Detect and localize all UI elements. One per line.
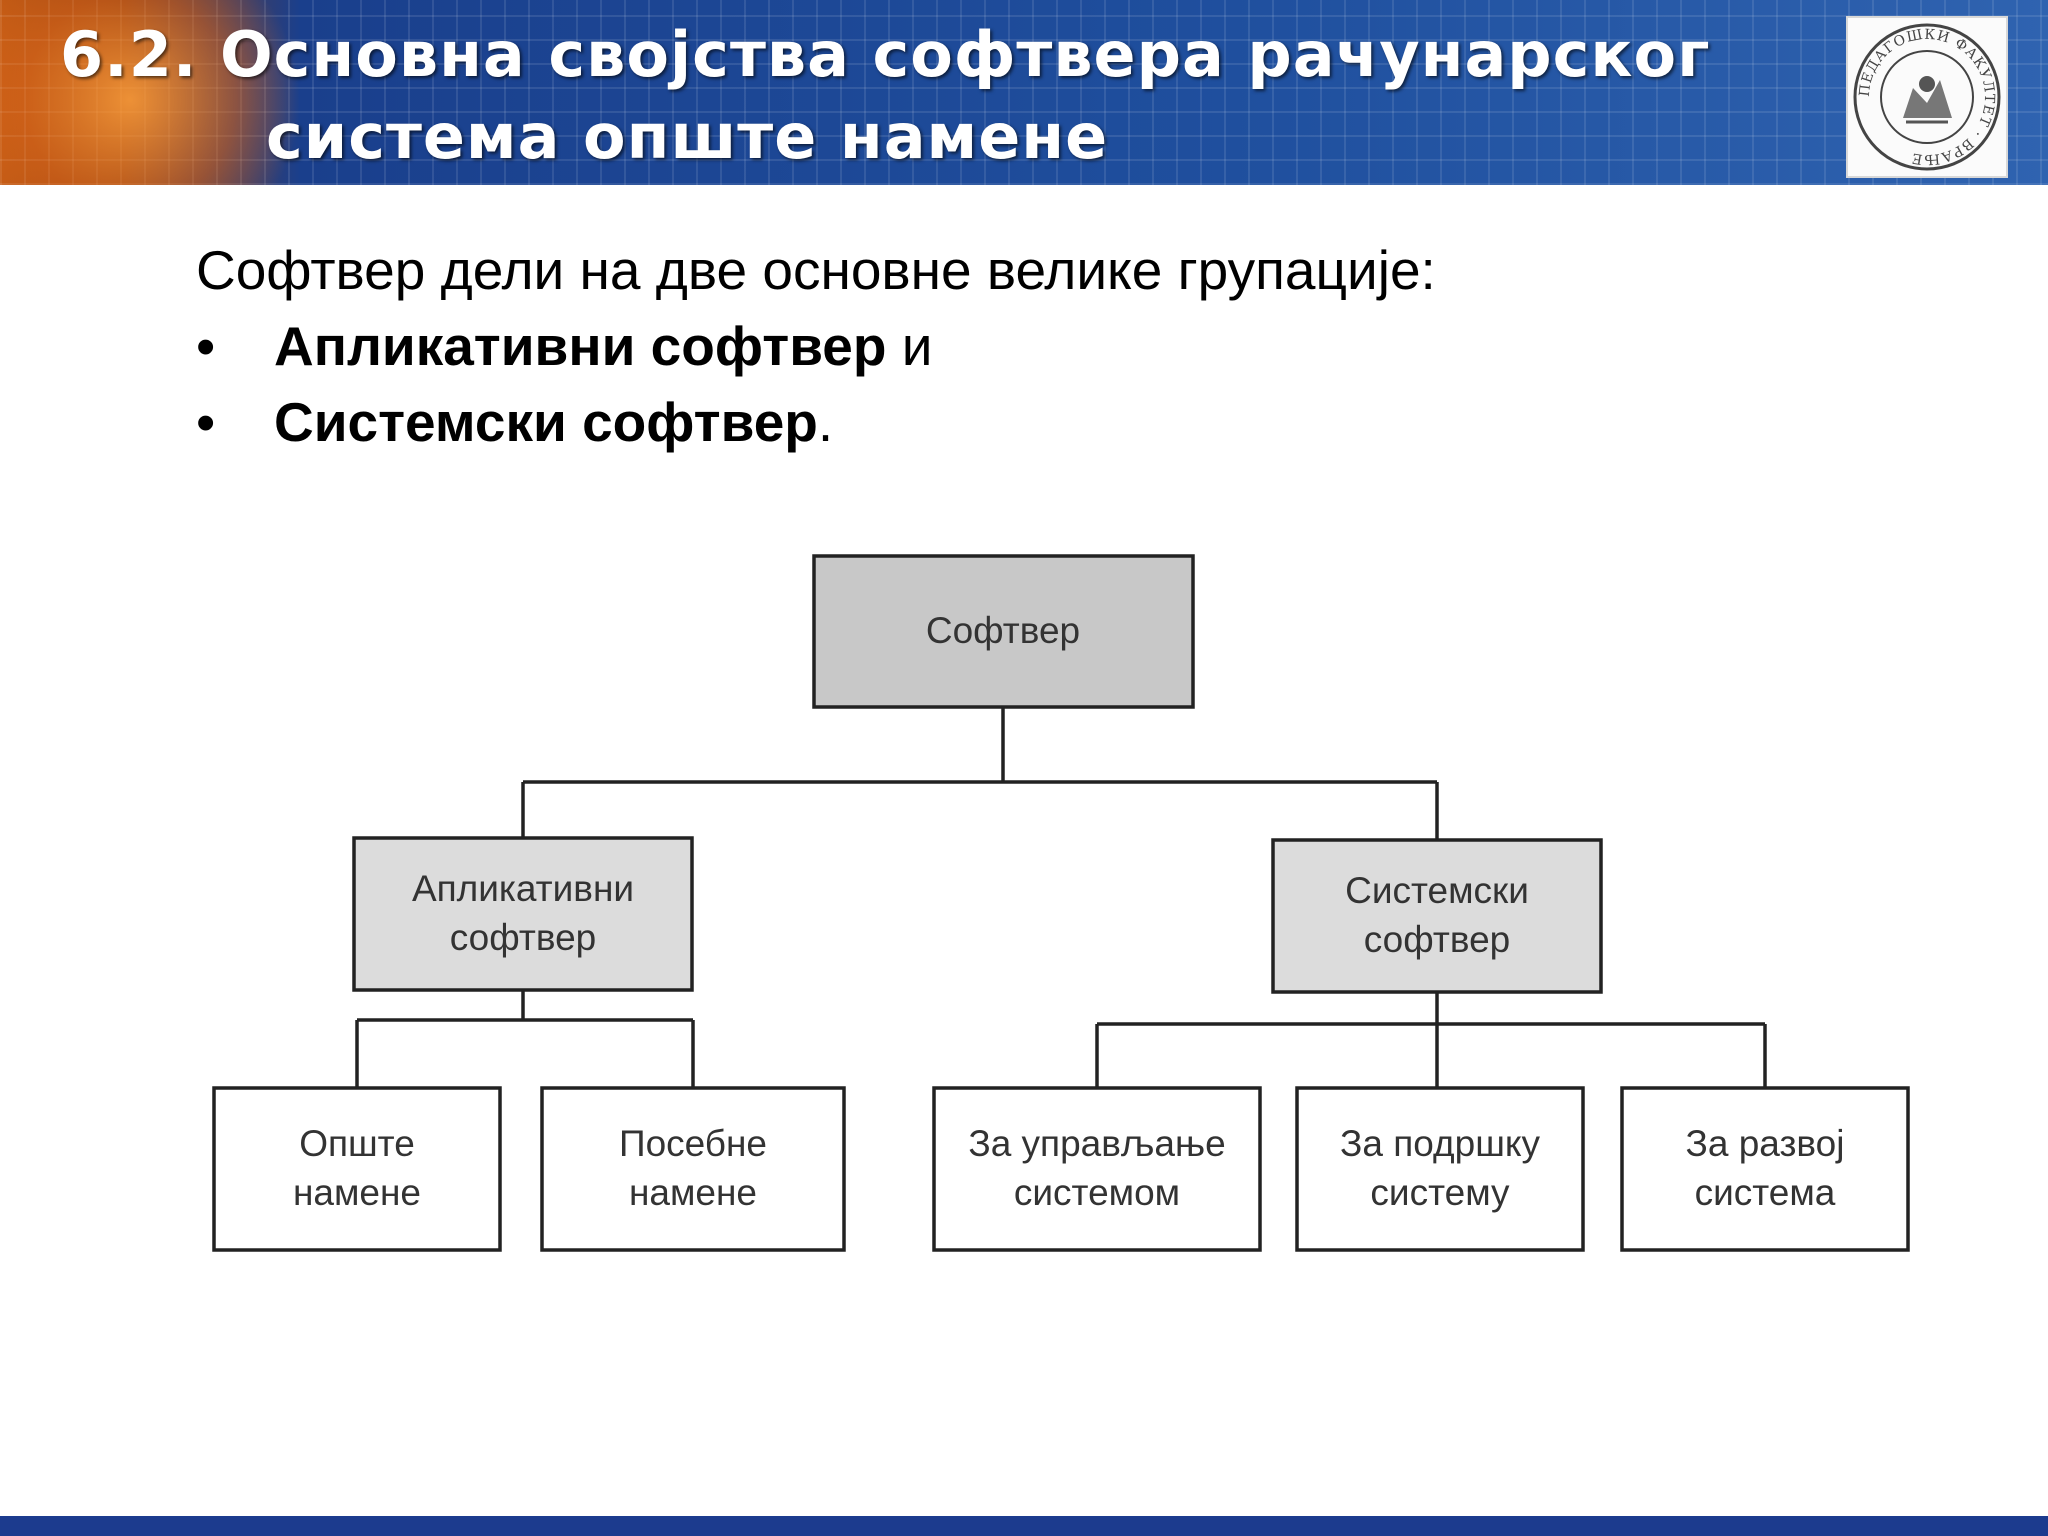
node-label-line-2: намене: [629, 1172, 757, 1213]
diagram-node-general-purpose: Опште намене: [212, 1086, 502, 1252]
node-label-line-1: За управљање: [968, 1123, 1225, 1164]
bullet-item-system: • Системски софтвер.: [196, 384, 1896, 460]
node-label-line-2: софтвер: [450, 917, 596, 958]
title-line-1: 6.2. Основна својства софтвера рачунарск…: [60, 18, 1711, 91]
node-label-line-1: За подршку: [1340, 1123, 1540, 1164]
faculty-seal-logo: ПЕДАГОШКИ ФАКУЛТЕТ · ВРАЊЕ: [1846, 16, 2008, 178]
bullet-icon: •: [196, 315, 216, 377]
node-label-line-1: Посебне: [619, 1123, 767, 1164]
bullet-rest-text: .: [817, 391, 834, 453]
title-line-2: система опште намене: [266, 100, 1109, 173]
slide-header: 6.2. Основна својства софтвера рачунарск…: [0, 0, 2048, 185]
diagram-node-root: Софтвер: [812, 554, 1195, 709]
diagram-connectors: [355, 707, 1767, 1088]
diagram-node-system-management: За управљање системом: [932, 1086, 1262, 1252]
header-grid-background: [0, 0, 2048, 185]
diagram-node-application-software: Апликативни софтвер: [352, 836, 694, 992]
node-label-line-1: Апликативни: [412, 868, 634, 909]
node-label-line-1: За развој: [1686, 1123, 1845, 1164]
node-label-line-1: Опште: [299, 1123, 415, 1164]
node-label-line-2: софтвер: [1364, 919, 1510, 960]
node-label-line-2: намене: [293, 1172, 421, 1213]
node-label-line-1: Системски: [1345, 870, 1529, 911]
bullet-bold-text: Апликативни софтвер: [274, 315, 887, 377]
bullet-icon: •: [196, 391, 216, 453]
diagram-node-special-purpose: Посебне намене: [540, 1086, 846, 1252]
slide-footer-bar: [0, 1516, 2048, 1536]
intro-paragraph: Софтвер дели на две основне велике група…: [196, 239, 1436, 301]
node-label-line-2: систему: [1370, 1172, 1510, 1213]
node-label-line-2: система: [1695, 1172, 1836, 1213]
diagram-node-system-support: За подршку систему: [1295, 1086, 1585, 1252]
intro-text-block: Софтвер дели на две основне велике група…: [196, 232, 1896, 460]
diagram-node-system-development: За развој система: [1620, 1086, 1910, 1252]
node-label: Софтвер: [926, 610, 1080, 651]
bullet-bold-text: Системски софтвер: [274, 391, 818, 453]
bullet-rest-text: и: [886, 315, 933, 377]
node-label-line-2: системом: [1014, 1172, 1180, 1213]
bullet-item-application: • Апликативни софтвер и: [196, 308, 1896, 384]
seal-emblem-icon: ПЕДАГОШКИ ФАКУЛТЕТ · ВРАЊЕ: [1853, 23, 2001, 171]
slide-title: 6.2. Основна својства софтвера рачунарск…: [60, 14, 1830, 178]
header-glow-decoration: [0, 0, 320, 185]
diagram-node-system-software: Системски софтвер: [1271, 838, 1603, 994]
